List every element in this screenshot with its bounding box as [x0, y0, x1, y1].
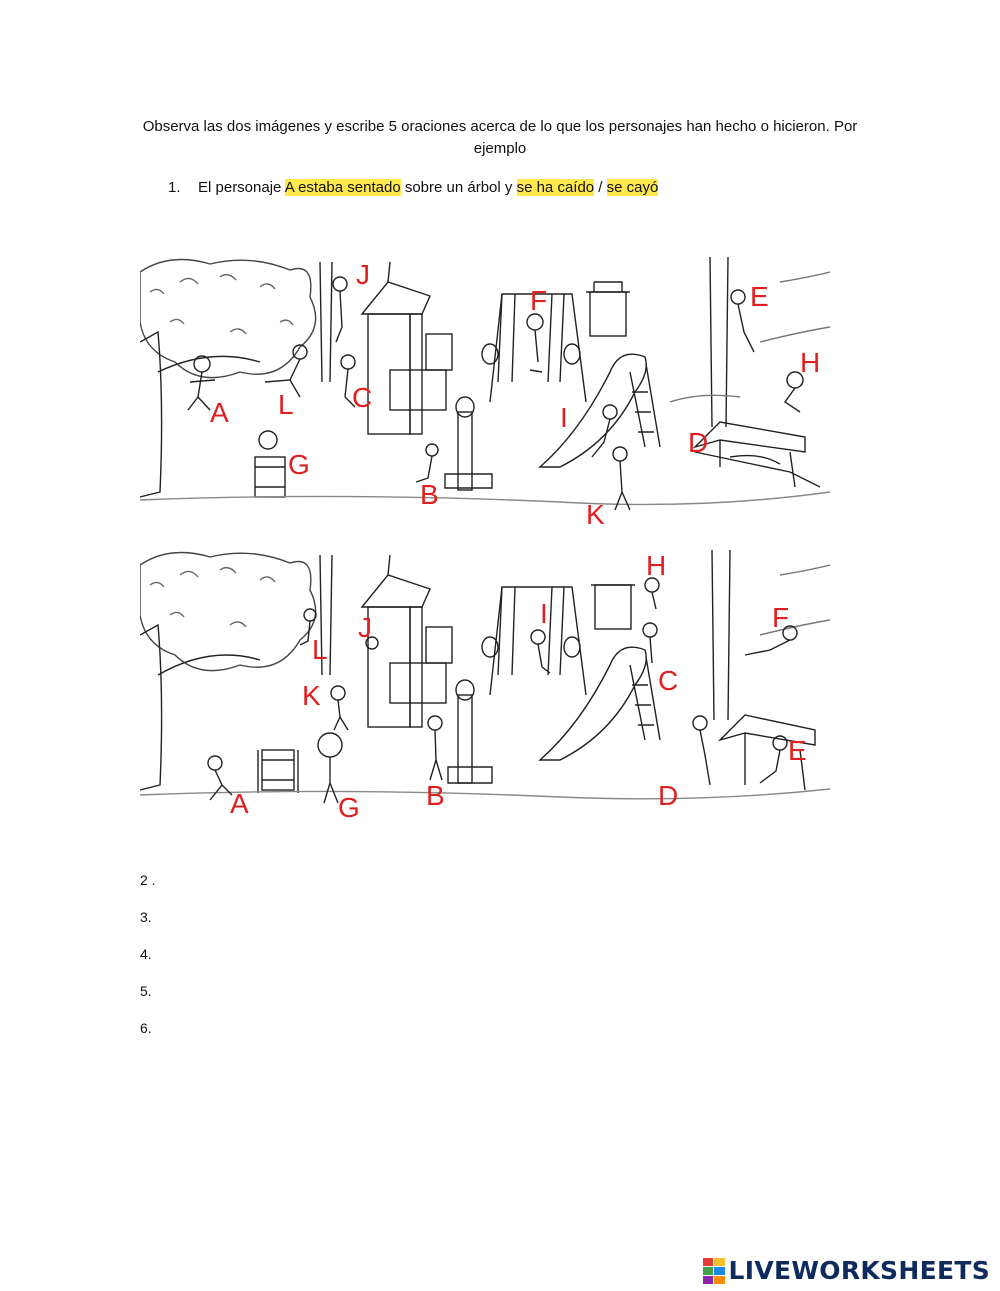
character-label-h: H: [646, 550, 666, 581]
character-label-a: A: [210, 397, 229, 428]
example-highlight-3: se cayó: [606, 179, 659, 196]
character-label-k: K: [586, 499, 605, 530]
example-part1: El personaje: [198, 179, 285, 196]
answer-line[interactable]: 3.: [140, 909, 152, 925]
character-label-b: B: [420, 479, 439, 510]
character-label-b: B: [426, 780, 445, 811]
liveworksheets-logo[interactable]: LIVEWORKSHEETS: [702, 1256, 990, 1285]
character-label-g: G: [288, 449, 310, 480]
character-label-e: E: [750, 281, 769, 312]
character-label-g: G: [338, 792, 360, 823]
character-label-j: J: [356, 259, 370, 290]
example-highlight-1: A estaba sentado: [284, 179, 401, 196]
answer-lines: 2 . 3. 4. 5. 6.: [140, 870, 156, 1055]
instructions-text: Observa las dos imágenes y escribe 5 ora…: [142, 118, 858, 157]
character-label-d: D: [688, 427, 708, 458]
character-label-l: L: [312, 634, 328, 665]
example-highlight-2: se ha caído: [516, 179, 595, 196]
brand-name: LIVEWORKSHEETS: [728, 1256, 990, 1285]
character-label-h: H: [800, 347, 820, 378]
example-sentence: 1. El personaje A estaba sentado sobre un…: [168, 177, 659, 199]
character-label-i: I: [540, 598, 548, 629]
logo-cube-icon: [702, 1257, 725, 1284]
answer-line[interactable]: 6.: [140, 1020, 152, 1036]
character-label-l: L: [278, 389, 294, 420]
character-label-f: F: [772, 602, 789, 633]
park-scene-before: J F E H A L C I D G B K: [140, 252, 830, 532]
answer-line[interactable]: 2 .: [140, 872, 156, 888]
character-label-d: D: [658, 780, 678, 811]
character-label-f: F: [530, 285, 547, 316]
park-scene-after: H I J F L C K E B D A G: [140, 545, 830, 825]
answer-line[interactable]: 4.: [140, 946, 152, 962]
character-label-k: K: [302, 680, 321, 711]
answer-line[interactable]: 5.: [140, 983, 152, 999]
character-label-j: J: [358, 612, 372, 643]
character-label-i: I: [560, 402, 568, 433]
example-number: 1.: [168, 179, 181, 196]
character-label-e: E: [788, 735, 807, 766]
character-label-c: C: [658, 665, 678, 696]
example-part2: sobre un árbol y: [400, 179, 517, 196]
character-label-a: A: [230, 788, 249, 819]
character-label-c: C: [352, 382, 372, 413]
example-separator: /: [594, 179, 607, 196]
